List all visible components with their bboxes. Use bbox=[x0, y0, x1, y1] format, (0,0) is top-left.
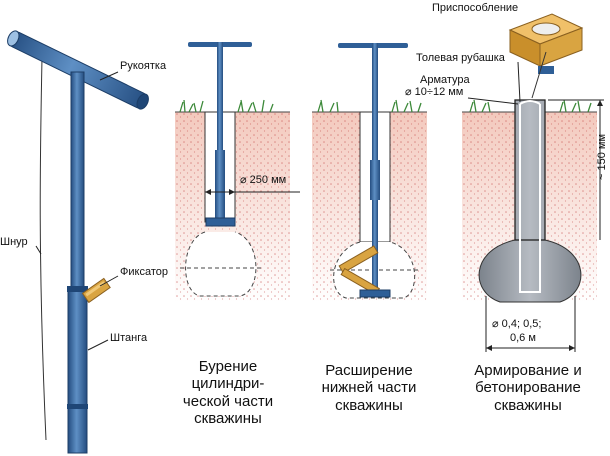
caption-line: скважины bbox=[194, 409, 262, 427]
rod-sleeve bbox=[67, 287, 88, 454]
step2-expander bbox=[338, 245, 379, 274]
step1-drilling bbox=[180, 42, 300, 297]
label-base-diameter-2: 0,6 м bbox=[510, 332, 536, 344]
label-rod: Штанга bbox=[110, 332, 148, 344]
device-block bbox=[508, 13, 584, 74]
caption-line: нижней части bbox=[321, 379, 417, 397]
caption-step1: Бурение цилиндри- ческой части скважины bbox=[168, 358, 288, 427]
rebar bbox=[519, 100, 541, 293]
label-fixator: Фиксатор bbox=[120, 266, 168, 278]
label-depth: ~ 150 мм bbox=[596, 133, 608, 180]
label-base-diameter-1: ⌀ 0,4; 0,5; bbox=[492, 318, 542, 330]
caption-line: бетонирование bbox=[475, 379, 581, 397]
label-rebar-diameter: ⌀ 10÷12 мм bbox=[405, 86, 464, 98]
fixator bbox=[81, 277, 111, 304]
auger-tool bbox=[7, 30, 149, 454]
caption-line: Армирование и bbox=[474, 362, 582, 379]
caption-line: Расширение bbox=[325, 362, 413, 379]
caption-line: Бурение bbox=[198, 358, 258, 375]
caption-line: скважины bbox=[494, 396, 562, 414]
label-handle: Рукоятка bbox=[120, 60, 167, 72]
label-rebar: Арматура bbox=[420, 74, 470, 86]
step2-expansion bbox=[330, 43, 418, 299]
cord-line bbox=[39, 57, 47, 441]
label-tar-jacket: Толевая рубашка bbox=[416, 52, 505, 64]
caption-line: цилиндри- bbox=[191, 375, 265, 393]
concrete-pile bbox=[478, 99, 582, 303]
caption-step2: Расширение нижней части скважины bbox=[306, 362, 432, 414]
label-device: Приспособление bbox=[432, 2, 519, 14]
step1-future-bulb bbox=[185, 231, 257, 297]
caption-step3: Армирование и бетонирование скважины bbox=[448, 362, 608, 414]
label-cord: Шнур bbox=[0, 236, 28, 248]
caption-line: скважины bbox=[335, 396, 403, 414]
label-bore-diameter: ⌀ 250 мм bbox=[240, 174, 287, 186]
caption-line: ческой части bbox=[182, 392, 274, 410]
step3-concreting bbox=[467, 13, 604, 352]
